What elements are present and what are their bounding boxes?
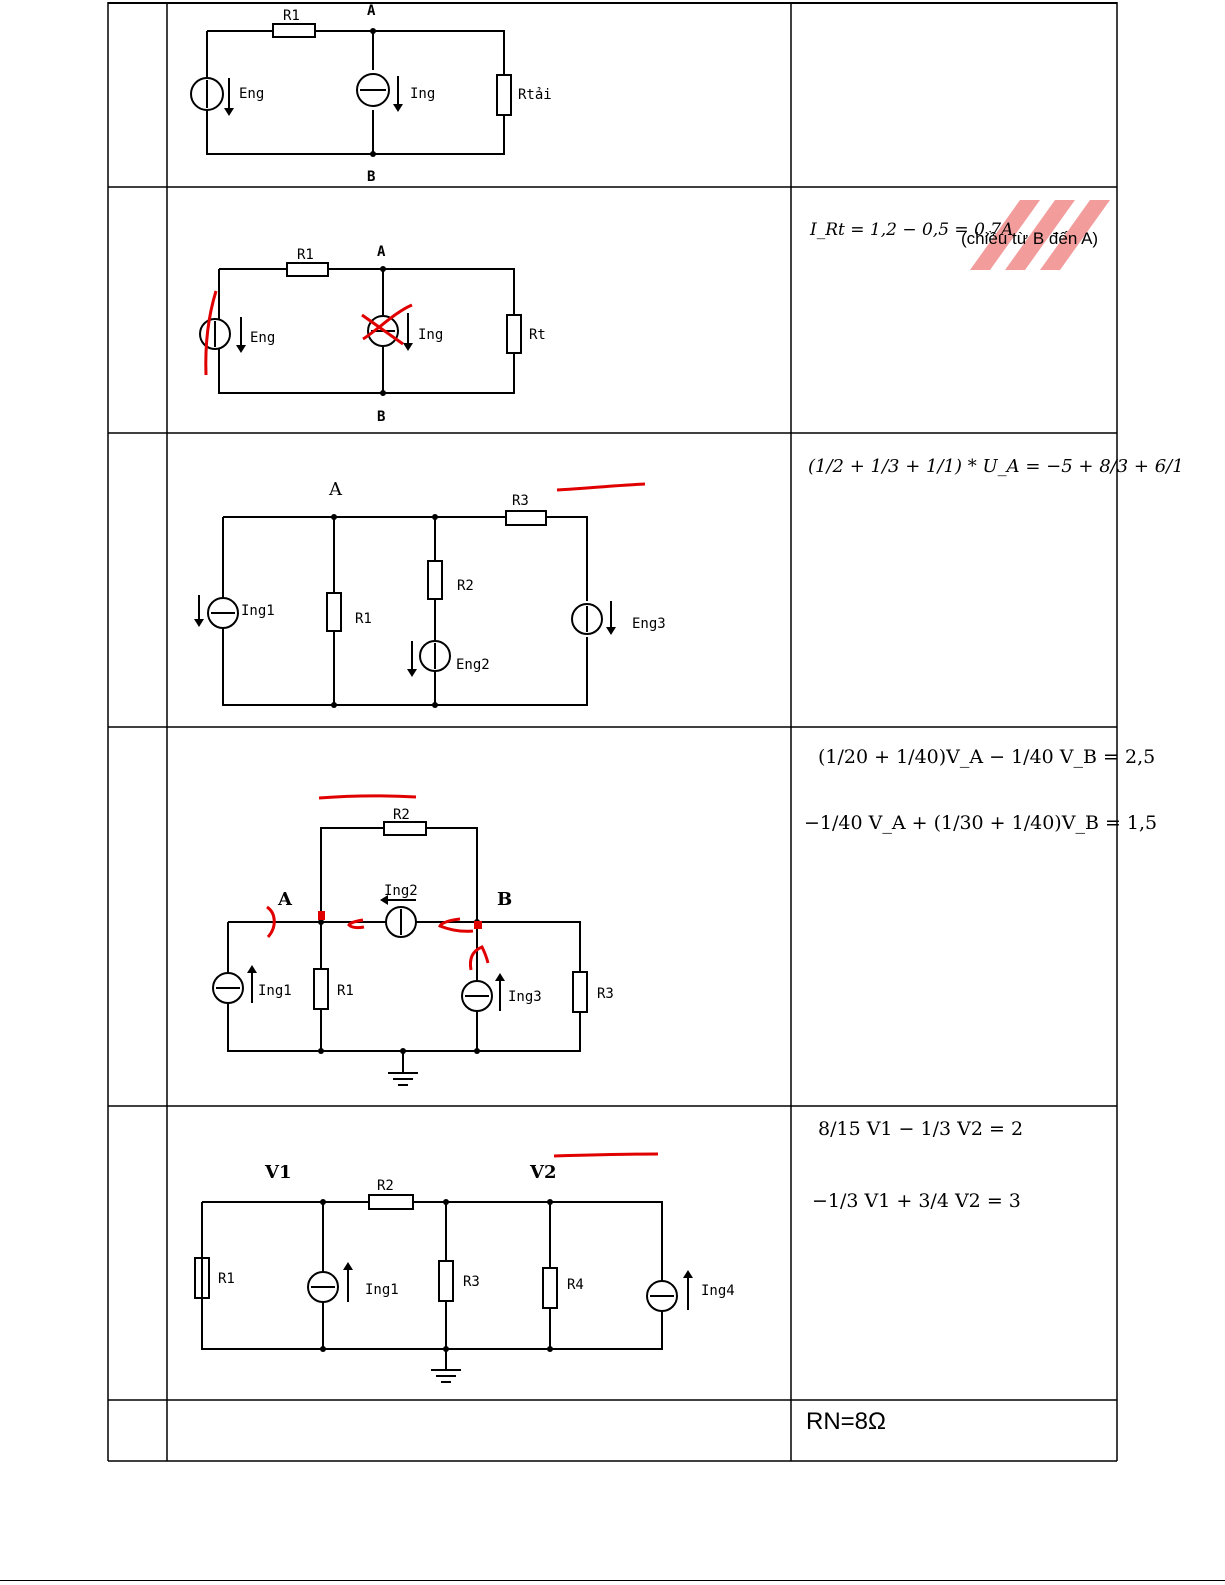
circuit-row-5: V1 V2 R2 R1 Ing1 R3 R4 Ing4 bbox=[194, 1152, 735, 1383]
label-rtai: Rtải bbox=[518, 87, 552, 103]
label-ing: Ing bbox=[410, 86, 435, 102]
label-r4: R4 bbox=[567, 1277, 584, 1293]
answer-row-5-eq2: −1/3 V1 + 3/4 V2 = 3 bbox=[812, 1190, 1021, 1212]
resistor-r3 bbox=[505, 510, 547, 526]
label-r1: R1 bbox=[283, 8, 300, 24]
label-node-a: A bbox=[367, 3, 376, 19]
label-v1: V1 bbox=[264, 1162, 292, 1183]
label-ing3: Ing3 bbox=[508, 989, 542, 1005]
top-rule bbox=[108, 2, 1117, 4]
resistor-r2 bbox=[427, 560, 443, 600]
label-eng: Eng bbox=[239, 86, 264, 102]
label-r2: R2 bbox=[393, 807, 410, 823]
label-r3: R3 bbox=[512, 493, 529, 509]
resistor-r1 bbox=[286, 262, 329, 277]
circuit-row-1: R1 A B Eng Ing Rtải bbox=[190, 3, 552, 185]
label-r1: R1 bbox=[355, 611, 372, 627]
circuit-row-4: A B R2 Ing2 Ing1 R1 Ing3 R3 bbox=[212, 794, 614, 1086]
label-node-b: B bbox=[497, 889, 512, 910]
label-r2: R2 bbox=[457, 578, 474, 594]
resistor-r2 bbox=[368, 1194, 414, 1210]
label-node-a: A bbox=[377, 244, 386, 260]
watermark-logo bbox=[970, 200, 1110, 270]
label-eng3: Eng3 bbox=[632, 616, 666, 632]
label-r1: R1 bbox=[218, 1271, 235, 1287]
circuit-row-3: A R3 R1 R2 Ing1 Eng2 Eng3 bbox=[194, 479, 666, 708]
answer-row-5-eq1: 8/15 V1 − 1/3 V2 = 2 bbox=[818, 1118, 1024, 1140]
label-eng: Eng bbox=[250, 330, 275, 346]
resistor-r2 bbox=[383, 821, 427, 836]
answer-row-2-note: (chiều từ B đến A) bbox=[961, 229, 1099, 248]
resistor-rtai bbox=[496, 74, 512, 116]
label-node-b: B bbox=[377, 409, 385, 425]
answer-row-2-formula: I_Rt = 1,2 − 0,5 = 0,7A bbox=[810, 220, 1014, 240]
resistor-r4 bbox=[542, 1267, 558, 1309]
red-underline bbox=[553, 1152, 659, 1158]
answer-row-4-eq1: (1/20 + 1/40)V_A − 1/40 V_B = 2,5 bbox=[818, 746, 1156, 768]
answer-row-6-rn: RN=8Ω bbox=[806, 1408, 886, 1435]
resistor-r3 bbox=[438, 1260, 454, 1302]
label-r2: R2 bbox=[377, 1178, 394, 1194]
label-r3: R3 bbox=[597, 986, 614, 1002]
label-node-a: A bbox=[277, 889, 293, 910]
bottom-rule bbox=[0, 1580, 1225, 1581]
label-ing1: Ing1 bbox=[365, 1282, 399, 1298]
label-r1: R1 bbox=[337, 983, 354, 999]
label-rt: Rt bbox=[529, 327, 546, 343]
resistor-r1 bbox=[313, 968, 329, 1010]
resistor-r1 bbox=[272, 23, 316, 38]
label-ing1: Ing1 bbox=[258, 983, 292, 999]
label-ing2: Ing2 bbox=[384, 883, 418, 899]
red-annotations bbox=[204, 290, 413, 376]
answer-row-3-formula: (1/2 + 1/3 + 1/1) * U_A = −5 + 8/3 + 6/1 bbox=[808, 456, 1184, 477]
red-underline bbox=[556, 482, 646, 492]
label-eng2: Eng2 bbox=[456, 657, 490, 673]
label-node-a: A bbox=[328, 479, 343, 500]
answer-row-4-eq2: −1/40 V_A + (1/30 + 1/40)V_B = 1,5 bbox=[804, 812, 1158, 834]
red-annotations bbox=[266, 794, 490, 971]
label-ing4: Ing4 bbox=[701, 1283, 735, 1299]
label-v2: V2 bbox=[529, 1162, 557, 1183]
label-r3: R3 bbox=[463, 1274, 480, 1290]
label-node-b: B bbox=[367, 169, 375, 185]
label-r1: R1 bbox=[297, 247, 314, 263]
resistor-rt bbox=[506, 314, 522, 354]
resistor-r1 bbox=[326, 592, 342, 632]
label-ing: Ing bbox=[418, 327, 443, 343]
circuit-row-2: R1 A B Eng Ing Rt bbox=[199, 244, 546, 425]
resistor-r3 bbox=[572, 971, 588, 1013]
label-ing1: Ing1 bbox=[241, 603, 275, 619]
